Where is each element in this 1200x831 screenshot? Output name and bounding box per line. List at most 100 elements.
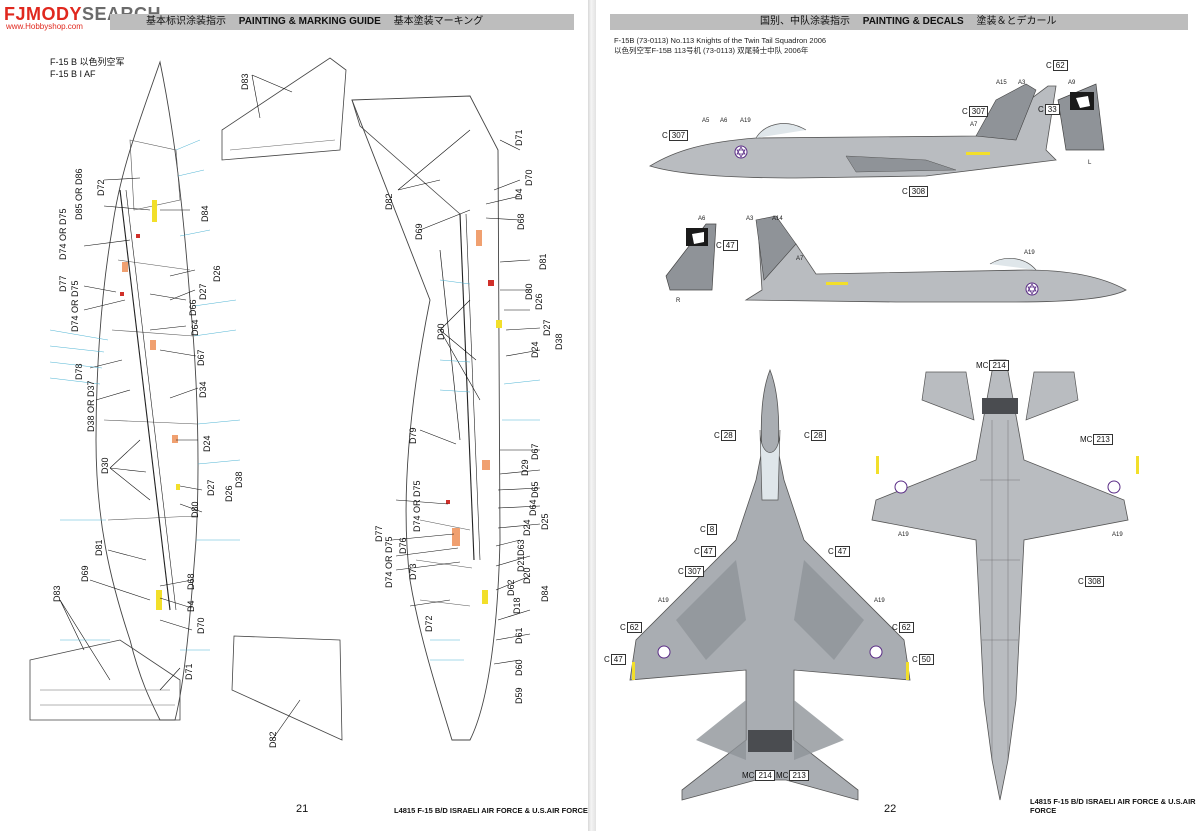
bottom-tag-prefix: MC <box>1080 435 1093 444</box>
callout-b-12: D38 <box>554 333 564 350</box>
callout-b-32: D61 <box>514 627 524 644</box>
marker-a19-b: A19 <box>1024 250 1035 256</box>
top-tag-code: 213 <box>789 770 809 781</box>
left-header-cn: 基本标识涂装指示 <box>146 16 226 27</box>
top-tag-prefix: C <box>912 655 918 664</box>
side-tag-code: 308 <box>908 186 929 197</box>
callout-b-31: D72 <box>424 615 434 632</box>
callout-a-22: D69 <box>80 565 90 582</box>
top-tag-code: 307 <box>684 566 705 577</box>
marker-a19-top: A19 <box>740 118 751 124</box>
watermark-brand-red: FJ <box>4 4 27 24</box>
right-aircraft-caption-en: F-15B (73-0113) No.113 Knights of the Tw… <box>614 36 827 45</box>
bottom-tag-code: 214 <box>989 360 1009 371</box>
left-header-en: PAINTING & MARKING GUIDE <box>238 16 381 27</box>
callout-b-6: D81 <box>538 253 548 270</box>
side-tag-code: 33 <box>1044 104 1060 115</box>
callout-a-0: D83 <box>240 73 250 90</box>
callout-b-13: D79 <box>408 427 418 444</box>
callout-b-27: D62 <box>506 579 516 596</box>
watermark-url: www.Hobbyshop.com <box>6 22 83 31</box>
callout-b-7: D80 <box>524 283 534 300</box>
callout-a-19: D38 <box>234 471 244 488</box>
top-tag-prefix: C <box>604 655 610 664</box>
top-tag-code: 214 <box>755 770 775 781</box>
marker-a7-b: A7 <box>796 256 804 262</box>
callout-a-10: D64 <box>190 319 200 336</box>
callout-b-16: D65 <box>530 481 540 498</box>
side-tag-prefix: C <box>1038 105 1044 114</box>
side-tag-code: 47 <box>722 240 738 251</box>
top-marker-a19-l: A19 <box>658 598 669 604</box>
left-page: 基本标识涂装指示 PAINTING & MARKING GUIDE 基本塗装マー… <box>0 0 588 831</box>
callout-b-5: D69 <box>414 223 424 240</box>
callout-a-9: D66 <box>188 299 198 316</box>
marker-a7: A7 <box>970 122 978 128</box>
marker-l: L <box>1088 160 1092 166</box>
callout-b-17: D64 <box>528 499 538 516</box>
right-page-header: 国别、中队涂装指示 PAINTING & DECALS 塗装＆とデカール <box>610 14 1188 30</box>
marker-a15: A15 <box>996 80 1007 86</box>
callout-b-15: D29 <box>520 459 530 476</box>
side-tag-code: 307 <box>968 106 989 117</box>
side-tag-prefix: C <box>662 131 668 140</box>
callout-b-22: D63 <box>516 539 526 556</box>
callout-a-4: D74 OR D75 <box>58 208 68 260</box>
marker-a14: A14 <box>772 216 783 222</box>
right-header-en: PAINTING & DECALS <box>862 16 964 27</box>
callout-a-18: D26 <box>224 485 234 502</box>
callout-a-16: D30 <box>100 457 110 474</box>
callout-a-25: D70 <box>196 617 206 634</box>
top-tag-code: 47 <box>700 546 716 557</box>
callout-a-28: D82 <box>268 731 278 748</box>
left-page-header: 基本标识涂装指示 PAINTING & MARKING GUIDE 基本塗装マー… <box>110 14 574 30</box>
marker-a5: A5 <box>702 118 710 124</box>
top-tag-prefix: C <box>678 567 684 576</box>
left-aircraft-outline-a <box>29 57 347 741</box>
top-tag-prefix: C <box>700 525 706 534</box>
marker-a3-b: A3 <box>746 216 754 222</box>
top-tag-prefix: MC <box>776 771 789 780</box>
callout-a-23: D68 <box>186 573 196 590</box>
callout-a-3: D84 <box>200 205 210 222</box>
left-page-number: 21 <box>296 803 309 815</box>
callout-b-19: D25 <box>540 513 550 530</box>
side-tag-code: 307 <box>668 130 689 141</box>
right-header-jp: 塗装＆とデカール <box>976 16 1057 27</box>
right-aircraft-caption-cn: 以色列空军F-15B 113号机 (73-0113) 双尾骑士中队 2006年 <box>614 46 809 55</box>
callout-a-17: D27 <box>206 479 216 496</box>
callout-b-25: D73 <box>408 563 418 580</box>
callout-a-14: D34 <box>198 381 208 398</box>
marker-a3: A3 <box>1018 80 1026 86</box>
callout-b-28: D20 <box>522 567 532 584</box>
callout-b-11: D24 <box>530 341 540 358</box>
aircraft-label-cn: F-15 B 以色列空军 <box>50 57 125 67</box>
top-tag-code: 47 <box>834 546 850 557</box>
aircraft-label-en: F-15 B I AF <box>50 69 96 79</box>
callout-b-2: D70 <box>524 169 534 186</box>
top-tag-code: 28 <box>810 430 826 441</box>
aircraft-label: F-15 B 以色列空军 F-15 B I AF <box>50 56 125 80</box>
side-tag-prefix: C <box>716 241 722 250</box>
callout-a-21: D81 <box>94 539 104 556</box>
callout-a-15: D24 <box>202 435 212 452</box>
marker-a6-b: A6 <box>698 216 706 222</box>
top-tag-prefix: C <box>620 623 626 632</box>
right-page-number: 22 <box>884 803 897 815</box>
top-tag-code: 47 <box>610 654 626 665</box>
callout-a-6: D27 <box>198 283 208 300</box>
callout-b-24: D74 OR D75 <box>384 536 394 588</box>
callout-a-12: D78 <box>74 363 84 380</box>
top-tag-code: 8 <box>706 524 718 535</box>
